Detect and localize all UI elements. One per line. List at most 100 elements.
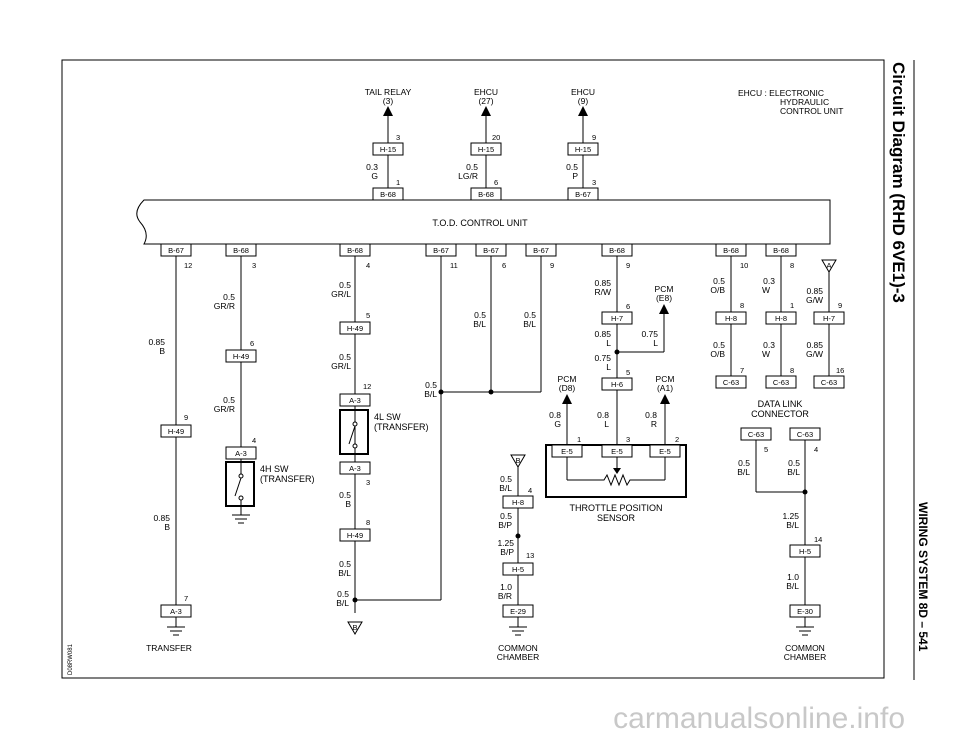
svg-text:L: L (606, 338, 611, 348)
svg-text:LG/R: LG/R (458, 171, 478, 181)
wire-label: 0.85R/W (594, 278, 611, 297)
svg-text:B/L: B/L (499, 483, 512, 493)
wire-label: 0.5B/L (499, 474, 512, 493)
svg-text:E-5: E-5 (561, 447, 573, 456)
svg-text:1.25: 1.25 (782, 511, 799, 521)
svg-text:0.5: 0.5 (524, 310, 536, 320)
svg-text:H-6: H-6 (611, 380, 623, 389)
svg-text:B: B (159, 346, 165, 356)
svg-text:CHAMBER: CHAMBER (497, 652, 540, 662)
connector-b68-c7: B-68 (601, 243, 633, 257)
label-4h-switch: 4H SW(TRANSFER) (260, 464, 315, 484)
svg-text:B/L: B/L (424, 389, 437, 399)
connector-a3-c2: A-3 (225, 446, 257, 460)
splice-dot (802, 489, 808, 495)
svg-text:B/L: B/L (786, 520, 799, 530)
svg-text:A-3: A-3 (349, 464, 361, 473)
svg-text:H-15: H-15 (575, 145, 591, 154)
ground-icon (167, 626, 185, 636)
svg-text:B/L: B/L (336, 598, 349, 608)
page-title: Circuit Diagram (RHD 6VE1)-3 (889, 62, 908, 303)
wire-label: 0.3W (762, 340, 775, 359)
svg-text:G/W: G/W (806, 349, 823, 359)
svg-text:4L SW: 4L SW (374, 412, 401, 422)
svg-text:0.3: 0.3 (366, 162, 378, 172)
svg-text:0.8: 0.8 (597, 410, 609, 420)
page-header: WIRING SYSTEM 8D – 541 (916, 502, 930, 652)
svg-text:H-8: H-8 (512, 498, 524, 507)
svg-text:(TRANSFER): (TRANSFER) (374, 422, 429, 432)
svg-text:0.5: 0.5 (738, 458, 750, 468)
svg-text:T.O.D. CONTROL UNIT: T.O.D. CONTROL UNIT (432, 218, 528, 228)
svg-text:COMMON: COMMON (785, 643, 825, 653)
connector-e5-3: E-5 (649, 444, 681, 458)
svg-text:B: B (352, 623, 357, 632)
svg-text:0.5: 0.5 (713, 276, 725, 286)
svg-text:B: B (515, 456, 520, 465)
offpage-b-top: B (510, 454, 526, 468)
arrow-up-icon (562, 394, 572, 404)
svg-text:1.0: 1.0 (500, 582, 512, 592)
svg-text:C-63: C-63 (797, 430, 813, 439)
svg-text:0.85: 0.85 (594, 329, 611, 339)
svg-text:HYDRAULIC: HYDRAULIC (780, 97, 829, 107)
svg-text:C-63: C-63 (748, 430, 764, 439)
svg-text:0.5: 0.5 (500, 474, 512, 484)
svg-text:TAIL RELAY: TAIL RELAY (365, 87, 412, 97)
wire-label: 0.85G/W (806, 286, 823, 305)
wire-label: 0.3G (366, 162, 378, 181)
svg-text:H-8: H-8 (725, 314, 737, 323)
splice-dot (614, 349, 620, 355)
svg-text:G: G (554, 419, 561, 429)
svg-text:C-63: C-63 (723, 378, 739, 387)
svg-text:COMMON: COMMON (498, 643, 538, 653)
pin: 4 (528, 486, 532, 495)
connector-h8-e29: H-8 (502, 495, 534, 509)
pin: 9 (550, 261, 554, 270)
svg-text:B/R: B/R (498, 591, 512, 601)
svg-text:1.0: 1.0 (787, 572, 799, 582)
pin: 6 (502, 261, 506, 270)
svg-text:0.85: 0.85 (806, 286, 823, 296)
pin: 6 (494, 178, 498, 187)
wire-label: 0.5B (339, 490, 351, 509)
svg-text:H-49: H-49 (347, 531, 363, 540)
svg-text:0.85: 0.85 (806, 340, 823, 350)
svg-text:0.5: 0.5 (223, 395, 235, 405)
svg-text:C-63: C-63 (773, 378, 789, 387)
connector-b68-c2: B-68 (225, 243, 257, 257)
svg-text:EHCU: EHCU (571, 87, 595, 97)
svg-text:H-8: H-8 (775, 314, 787, 323)
pin: 13 (526, 551, 534, 560)
svg-text:A-3: A-3 (170, 607, 182, 616)
svg-text:(9): (9) (578, 96, 589, 106)
connector-b68-c8: B-68 (715, 243, 747, 257)
wire-label: 0.5B/L (737, 458, 750, 477)
connector-e30: E-30 (789, 604, 821, 618)
svg-text:GR/R: GR/R (214, 404, 235, 414)
pin: 8 (790, 366, 794, 375)
pin: 6 (626, 302, 630, 311)
wiper-arrow-icon (613, 468, 621, 474)
arrow-up-icon (659, 304, 669, 314)
pin: 10 (740, 261, 748, 270)
connector-b67-c4: B-67 (425, 243, 457, 257)
svg-text:E-29: E-29 (510, 607, 526, 616)
ground-label-transfer: TRANSFER (146, 643, 192, 653)
connector-c63-1: C-63 (715, 375, 747, 389)
svg-text:R/W: R/W (594, 287, 611, 297)
pin: 4 (366, 261, 370, 270)
svg-text:H-7: H-7 (823, 314, 835, 323)
svg-text:E-30: E-30 (797, 607, 813, 616)
svg-text:0.5: 0.5 (339, 280, 351, 290)
pin: 11 (450, 261, 458, 270)
pin: 3 (252, 261, 256, 270)
svg-text:0.5: 0.5 (223, 292, 235, 302)
svg-text:H-5: H-5 (512, 565, 524, 574)
pin: 8 (740, 301, 744, 310)
svg-text:0.3: 0.3 (763, 276, 775, 286)
svg-text:H-5: H-5 (799, 547, 811, 556)
